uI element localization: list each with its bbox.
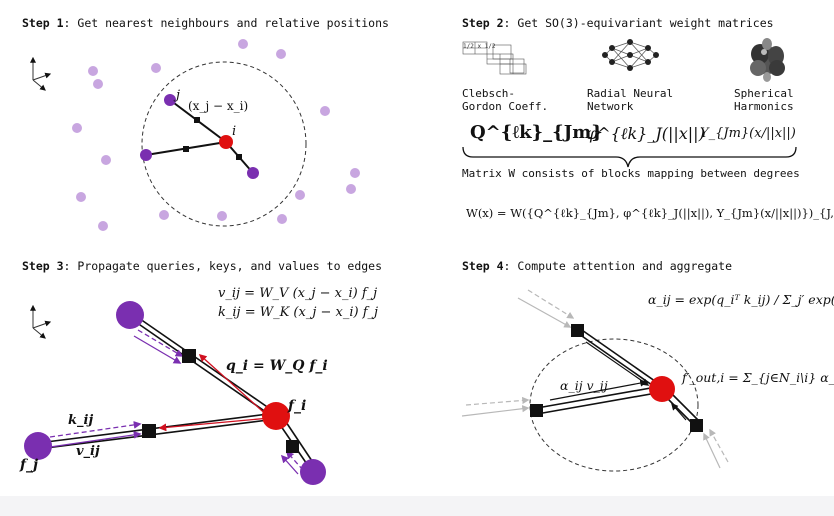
- label-j: j: [176, 88, 181, 103]
- neighbourhood-circle: [141, 61, 307, 227]
- label-vij: v_ij: [76, 444, 100, 459]
- aggregation-ellipse: [529, 338, 699, 472]
- step4-title: Step 4: Compute attention and aggregate: [462, 259, 732, 273]
- step3-text: : Propagate queries, keys, and values to…: [63, 259, 383, 273]
- formula-W: W(x) = W({Q^{ℓk}_{Jm}, φ^{ℓk}_J(||x||), …: [466, 206, 834, 220]
- step3-arrows: [49, 329, 304, 475]
- cg-label-line2: Gordon Coeff.: [462, 100, 549, 113]
- step4-prefix: Step 4: [462, 259, 504, 273]
- node-left: [140, 149, 152, 161]
- equation-alpha: α_ij = exp(q_iᵀ k_ij) / Σ_j′ exp(q_iᵀ k_…: [648, 292, 834, 307]
- formula-Q: Q^{ℓk}_{Jm}: [470, 122, 603, 143]
- step4-grey-arrows: [461, 289, 729, 469]
- sh-label: Spherical Harmonics: [734, 87, 794, 113]
- step3-edge-squares: [142, 349, 299, 453]
- neural-network-icon: [602, 39, 659, 71]
- step1-text: : Get nearest neighbours and relative po…: [63, 16, 389, 30]
- label-i: i: [232, 124, 237, 139]
- sh-label-line1: Spherical: [734, 87, 794, 100]
- axes-icon-step3: [30, 304, 52, 339]
- step3-node-fi: [262, 402, 290, 430]
- node-j: [164, 94, 176, 106]
- step1-edge-squares: [183, 117, 242, 160]
- step2-title: Step 2: Get SO(3)-equivariant weight mat…: [462, 16, 774, 30]
- curly-brace: [462, 146, 797, 168]
- label-alpha-v: α_ij v_ij: [560, 378, 608, 393]
- step4-node-i: [649, 376, 675, 402]
- step1-prefix: Step 1: [22, 16, 64, 30]
- equation-v: v_ij = W_V (x_j − x_i) f_j: [218, 286, 378, 301]
- faint-nodes: [72, 39, 360, 231]
- step3-title: Step 3: Propagate queries, keys, and val…: [22, 259, 382, 273]
- step4-text: : Compute attention and aggregate: [503, 259, 733, 273]
- step4-edge-squares: [530, 324, 703, 432]
- rnn-label-line1: Radial Neural: [587, 87, 674, 100]
- step2-prefix: Step 2: [462, 16, 504, 30]
- label-fi: f_i: [288, 398, 307, 414]
- step1-title: Step 1: Get nearest neighbours and relat…: [22, 16, 389, 30]
- rnn-label-line2: Network: [587, 100, 634, 113]
- node-i: [219, 135, 233, 149]
- label-relative-position: (x_j − x_i): [188, 99, 249, 113]
- step4-edges: [536, 327, 701, 426]
- rnn-label: Radial Neural Network: [587, 87, 673, 113]
- sh-label-line2: Harmonics: [734, 100, 794, 113]
- step2-text: : Get SO(3)-equivariant weight matrices: [503, 16, 774, 30]
- step3-node-top: [116, 301, 144, 329]
- step4-arrows: [549, 341, 687, 421]
- clebsch-gordon-table-icon: [462, 41, 527, 75]
- label-fj: f_j: [20, 457, 39, 473]
- cg-label-line1: Clebsch-: [462, 87, 515, 100]
- step3-node-fj: [24, 432, 52, 460]
- axes-icon-step1: [30, 56, 52, 91]
- matrix-caption: Matrix W consists of blocks mapping betw…: [462, 167, 800, 180]
- spherical-harmonics-icon: [750, 38, 785, 82]
- label-kij: k_ij: [68, 413, 94, 428]
- node-bottom: [247, 167, 259, 179]
- cg-table-header: 1/2 x 1/2: [463, 43, 496, 50]
- equation-fout: f′_out,i = Σ_{j∈N_i\i} α_ij v_ij: [682, 370, 834, 385]
- equation-k: k_ij = W_K (x_j − x_i) f_j: [218, 305, 379, 320]
- equation-q: q_i = W_Q f_i: [226, 358, 328, 374]
- formula-Y: Y_{Jm}(x/||x||): [700, 126, 796, 141]
- formula-phi: φ^{ℓk}_J(||x||): [586, 124, 705, 143]
- cg-label: Clebsch- Gordon Coeff.: [462, 87, 548, 113]
- step3-node-bottom: [300, 459, 326, 485]
- step3-prefix: Step 3: [22, 259, 64, 273]
